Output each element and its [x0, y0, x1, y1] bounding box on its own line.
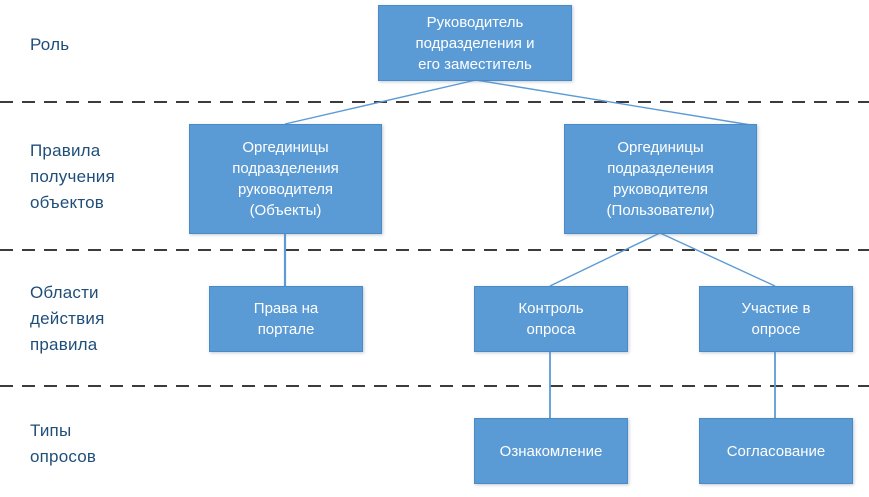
- node-portal-rights[interactable]: Права на портале: [209, 286, 363, 352]
- edge-head-to-org-users: [475, 79, 758, 127]
- edge-org-users-to-survey-control: [549, 232, 661, 287]
- node-survey-control[interactable]: Контроль опроса: [474, 286, 628, 352]
- node-approval[interactable]: Согласование: [699, 418, 853, 484]
- node-org-objects[interactable]: Оргединицы подразделения руководителя (О…: [189, 124, 382, 234]
- band-label-rules: Правила получения объектов: [30, 141, 115, 212]
- band-label-surveys: Типы опросов: [30, 421, 97, 466]
- edge-org-users-to-survey-take: [659, 232, 776, 287]
- band-label-scopes: Области действия правила: [30, 283, 105, 354]
- node-acquaintance[interactable]: Ознакомление: [474, 418, 628, 484]
- node-org-users[interactable]: Оргединицы подразделения руководителя (П…: [564, 124, 757, 234]
- node-survey-take[interactable]: Участие в опросе: [699, 286, 853, 352]
- band-label-role: Роль: [30, 35, 70, 54]
- node-head[interactable]: Руководитель подразделения и его замести…: [378, 5, 572, 81]
- edge-head-to-org-objects: [284, 79, 477, 125]
